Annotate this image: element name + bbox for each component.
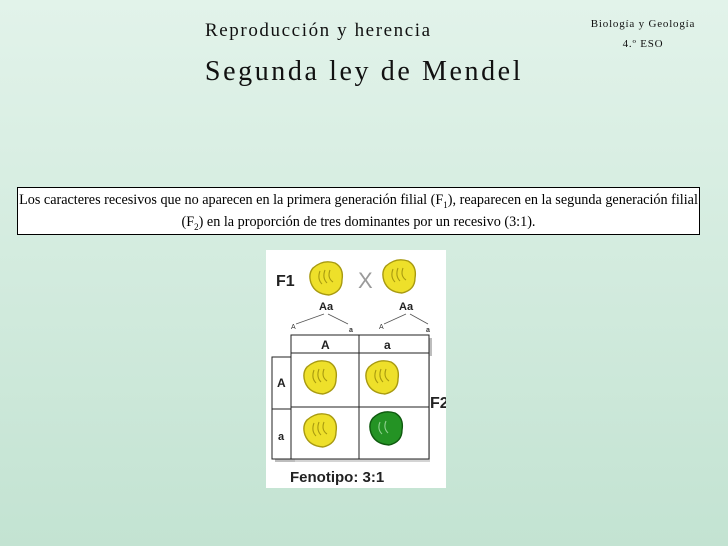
slide-title: Segunda ley de Mendel: [204, 56, 524, 87]
col-header-1: A: [321, 338, 330, 352]
gamete-left-2: a: [349, 327, 353, 334]
parent-left-genotype: Aa: [319, 301, 334, 313]
pea-Aa-yellow-bottom: [303, 413, 338, 448]
law-statement-box: Los caracteres recesivos que no aparecen…: [17, 187, 700, 235]
cross-symbol: X: [358, 268, 373, 293]
punnett-square-figure: F1 X Aa Aa A a A a A a: [266, 250, 446, 488]
phenotype-caption: Fenotipo: 3:1: [290, 469, 384, 486]
law-subscript-2: 2: [194, 221, 199, 232]
pea-Aa-yellow-top: [365, 360, 400, 395]
gamete-left-1: A: [291, 324, 296, 331]
row-header-1: A: [277, 376, 286, 390]
gamete-right-1: A: [379, 324, 384, 331]
gamete-right-2: a: [426, 327, 430, 334]
f1-label: F1: [276, 273, 295, 290]
subject-label: Biología y Geología 4.º ESO: [578, 14, 708, 54]
law-subscript-1: 1: [443, 199, 448, 210]
law-text-part-2: ), reaparecen en la segunda generación f…: [181, 192, 698, 230]
pea-AA-yellow: [303, 360, 338, 395]
col-header-cell-2: [358, 334, 430, 354]
subject-name: Biología y Geología: [590, 18, 696, 30]
parent-right-pea: [382, 259, 417, 294]
gamete-branches: [295, 313, 429, 325]
law-text-part-3: ) en la proporción de tres dominantes po…: [198, 214, 536, 230]
punnett-diagram: F1 X Aa Aa A a A a A a: [271, 259, 446, 486]
row-header-2: a: [278, 431, 285, 443]
f2-label: F2: [430, 395, 446, 412]
parent-left-pea: [309, 261, 344, 296]
law-text-part-1: Los caracteres recesivos que no aparecen…: [19, 192, 444, 208]
col-header-2: a: [384, 338, 391, 352]
course-title: Reproducción y herencia: [205, 20, 432, 41]
parent-right-genotype: Aa: [399, 301, 414, 313]
course-level: 4.º ESO: [622, 38, 664, 50]
pea-aa-green: [369, 411, 404, 446]
